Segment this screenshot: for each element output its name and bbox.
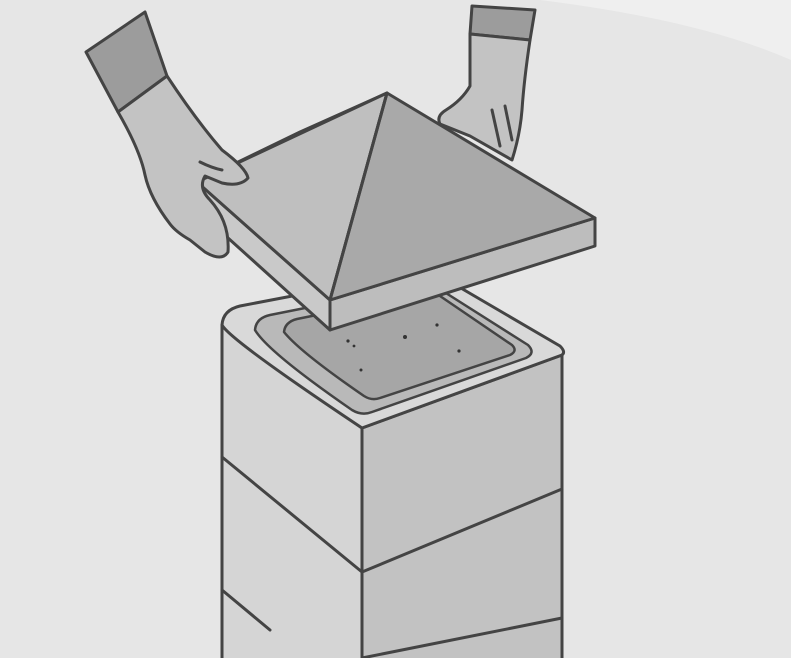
pyramid-cap	[197, 93, 595, 330]
left-hand	[86, 12, 248, 257]
background-corner	[540, 0, 791, 60]
